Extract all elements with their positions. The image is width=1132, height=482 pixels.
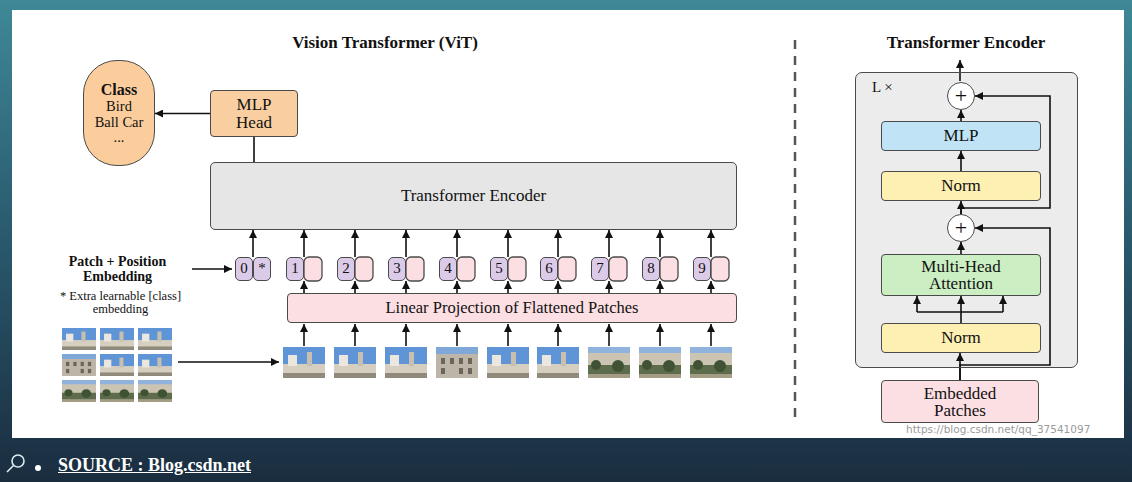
node-label: Linear Projection of Flattened Patches [386, 299, 639, 318]
input-box: Embedded Patches [881, 380, 1039, 423]
connector-arrow [960, 110, 962, 121]
token-box: 0 [235, 257, 253, 281]
class-output-box: ClassBird Ball Car ... [83, 60, 155, 166]
token-box: 2 [337, 257, 355, 281]
node-label: 4 [444, 260, 452, 277]
divider-dashed [794, 40, 797, 418]
node-label: 3 [393, 260, 401, 277]
node-label: 0 [240, 260, 248, 277]
connector-arrow [252, 230, 254, 257]
add-circle: + [947, 82, 975, 110]
connector-arrow [557, 230, 559, 257]
caption: SOURCE : Blog.csdn.net [58, 455, 458, 476]
encoder-block: L ×+MLPNorm+Multi-Head AttentionNorm [855, 72, 1078, 368]
image-patches [283, 347, 732, 378]
attention-split-line [917, 311, 1003, 313]
panel-title: Transformer Encoder [866, 33, 1066, 53]
node-label: Norm [941, 176, 981, 196]
connector-arrow [557, 281, 559, 293]
search-icon [7, 455, 24, 472]
connector-arrow [354, 230, 356, 257]
encoder-block-fill [855, 72, 1078, 368]
add-circle: + [947, 214, 975, 242]
token-box: 9 [693, 257, 711, 281]
token-box: 4 [439, 257, 457, 281]
connector-arrow [456, 230, 458, 257]
connector-arrow [960, 228, 1050, 380]
node-label: Norm [941, 328, 981, 348]
annotation-note: * Extra learnable [class] embedding [58, 290, 183, 316]
norm-box: Norm [881, 171, 1041, 201]
connector-arrow [405, 230, 407, 257]
connector-arrow [303, 230, 305, 257]
token-box: 1 [286, 257, 304, 281]
bullet-dot [35, 465, 41, 471]
watermark: https://blog.csdn.net/qq_37541097 [906, 424, 1120, 436]
node-label: 5 [495, 260, 503, 277]
connector-arrow [960, 242, 962, 254]
connector-arrow [456, 281, 458, 293]
connector-arrow [253, 137, 255, 162]
node-body-text: Bird Ball Car ... [93, 99, 145, 145]
norm-box: Norm [881, 323, 1041, 353]
connector-arrow [608, 230, 610, 257]
image-grid [62, 328, 172, 402]
node-label: 9 [698, 260, 706, 277]
connector-arrow [960, 296, 962, 323]
image-panel [12, 10, 1124, 438]
node-label: Class [101, 81, 137, 99]
connector-arrow [960, 151, 962, 171]
node-label: 8 [647, 260, 655, 277]
position-embedding-boxes [304, 257, 729, 281]
node-label: Multi-Head Attention [905, 258, 1017, 292]
connector-arrow [507, 281, 509, 293]
patch-arrows [178, 60, 1003, 362]
node-label: + [955, 217, 967, 239]
token-box: 6 [540, 257, 558, 281]
class-token-box: * [253, 257, 271, 281]
connector-arrow [507, 230, 509, 257]
node-label: L × [872, 79, 1077, 96]
node-label: + [955, 85, 967, 107]
connector-arrow [354, 281, 356, 293]
connector-arrow [608, 281, 610, 293]
title: Vision Transformer (ViT) [185, 33, 585, 53]
encoder-box: Transformer Encoder [210, 162, 737, 230]
node-label: 2 [342, 260, 350, 277]
token-box: 5 [490, 257, 508, 281]
token-box: 8 [642, 257, 660, 281]
connector-arrow [155, 113, 210, 115]
connector-arrow [710, 281, 712, 293]
node-label: Transformer Encoder [401, 186, 546, 206]
mlp-head-box: MLP Head [210, 90, 298, 137]
node-label: * [258, 260, 266, 277]
projection-box: Linear Projection of Flattened Patches [287, 293, 737, 323]
connector-arrow [405, 281, 407, 293]
token-box: 7 [591, 257, 609, 281]
connector-arrow [710, 230, 712, 257]
token-box: 3 [388, 257, 406, 281]
node-label: 1 [291, 260, 299, 277]
node-label: MLP Head [228, 96, 280, 132]
attention-box: Multi-Head Attention [881, 254, 1041, 296]
connector-arrow [659, 230, 661, 257]
node-label: MLP [944, 126, 979, 146]
node-label: 6 [545, 260, 553, 277]
connector-arrow [659, 281, 661, 293]
connector-arrow [303, 281, 305, 293]
node-label: Embedded Patches [908, 385, 1012, 419]
mlp-box: MLP [881, 121, 1041, 151]
annotation: Patch + Position Embedding [45, 255, 190, 284]
node-label: 7 [596, 260, 604, 277]
